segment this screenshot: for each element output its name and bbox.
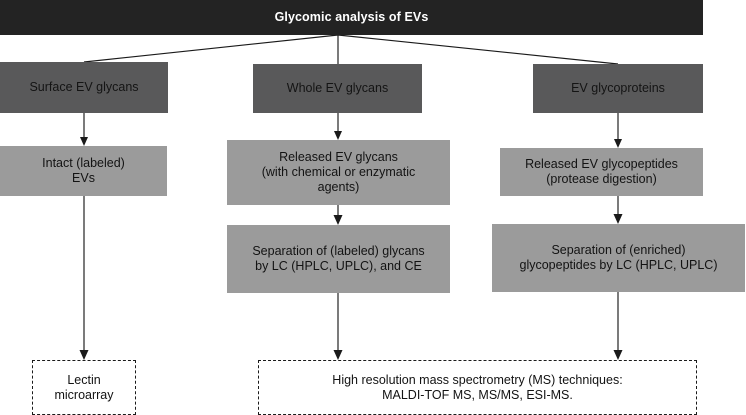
arrowhead-released-peptides-to-separation: [613, 214, 623, 224]
node-separation-labeled-glycans[interactable]: Separation of (labeled) glycans by LC (H…: [227, 225, 450, 293]
arrowhead-surface-to-intact: [80, 137, 88, 146]
node-intact-labeled-evs[interactable]: Intact (labeled) EVs: [0, 146, 167, 196]
arrowhead-whole-to-released-glycans: [334, 131, 342, 140]
node-whole-ev-glycans[interactable]: Whole EV glycans: [253, 64, 422, 113]
connector-banner-to-glycoproteins: [337, 34, 619, 65]
title-banner: Glycomic analysis of EVs: [0, 0, 703, 35]
node-lectin-microarray[interactable]: Lectin microarray: [32, 360, 136, 415]
node-ev-glycoproteins[interactable]: EV glycoproteins: [533, 64, 703, 113]
node-mass-spectrometry-techniques[interactable]: High resolution mass spectrometry (MS) t…: [258, 360, 697, 415]
arrowhead-released-glycans-to-separation: [333, 215, 343, 225]
node-separation-enriched-glycopeptides[interactable]: Separation of (enriched) glycopeptides b…: [492, 224, 745, 292]
arrowhead-peptide-separation-to-ms: [613, 350, 623, 360]
arrowhead-intact-to-lectin: [79, 350, 89, 360]
node-released-ev-glycopeptides[interactable]: Released EV glycopeptides (protease dige…: [500, 148, 703, 196]
node-surface-ev-glycans[interactable]: Surface EV glycans: [0, 62, 168, 113]
arrowhead-glycoproteins-to-released-peptides: [614, 139, 622, 148]
arrowhead-separation-to-ms: [333, 350, 343, 360]
node-released-ev-glycans[interactable]: Released EV glycans (with chemical or en…: [227, 140, 450, 205]
connector-banner-to-surface: [83, 34, 339, 63]
